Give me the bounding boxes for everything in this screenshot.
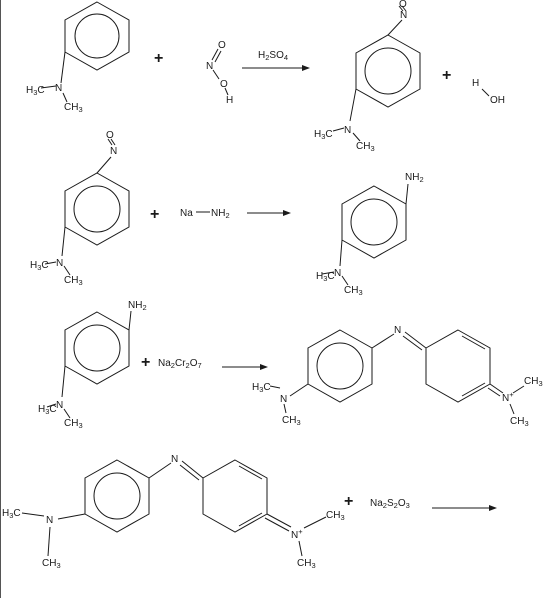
bridge-n-label: N [394, 325, 401, 336]
iminium-n-label: N+ [502, 390, 514, 404]
plus-sign: + [154, 50, 163, 67]
benzene-ring [355, 34, 421, 108]
amine-n-label: N [55, 83, 62, 94]
plus-sign: + [150, 206, 159, 223]
oh-o-label: O [220, 79, 228, 90]
methyl-left-label: H3C [30, 260, 49, 272]
bridge-n-label: N [171, 454, 178, 465]
reagent-label: H2SO4 [258, 50, 288, 62]
product-quinone-imine-dye: N N+ CH3 CH3 H3C N CH3 [252, 325, 543, 428]
methyl-upper-label: CH3 [326, 510, 345, 522]
reactant-nitrous-acid: O N O H [206, 40, 233, 106]
reactant-quinone-imine-dye: N N+ CH3 CH3 H3C N CH3 [2, 454, 345, 570]
reaction-arrow: H2SO4 [242, 50, 310, 71]
methyl-right-label: CH3 [64, 102, 83, 114]
reactant-nitroso-dimethylaniline: N O H3C N CH3 [30, 130, 130, 287]
nitroso-o-label: O [106, 130, 114, 141]
reactant-dimethyl-p-phenylenediamine: NH2 H3C N CH3 [38, 300, 147, 430]
methyl-left-label: H3C [316, 271, 335, 283]
product-dimethyl-p-phenylenediamine: NH2 H3C N CH3 [316, 172, 424, 297]
left-benzene-ring [307, 329, 373, 403]
reaction-1: H3C N CH3 + O N O H H2SO4 N [26, 0, 505, 153]
nh2-label: NH2 [128, 300, 147, 312]
methyl-right-label: CH3 [344, 285, 363, 297]
reagent-label: Na2Cr2O7 [158, 358, 202, 370]
o-label: O [218, 40, 226, 51]
methyl-lower-label: CH3 [282, 415, 301, 427]
left-benzene-ring [84, 459, 150, 533]
amine-n-label: N [56, 400, 63, 411]
reaction-4: N N+ CH3 CH3 H3C N CH3 + Na2S2O3 [2, 454, 497, 570]
amine-n-label: N [46, 515, 53, 526]
methyl-right-label: CH3 [64, 275, 83, 287]
methyl-left-label: H3C [2, 508, 21, 520]
methyl-left-label: H3C [314, 129, 333, 141]
nitroso-n-label: N [400, 10, 407, 21]
nitroso-o-label: O [399, 0, 407, 10]
aromatic-circle [350, 198, 398, 246]
methyl-right-label: CH3 [356, 141, 375, 153]
amine-n-label: N [56, 258, 63, 269]
amine-n-label: N [334, 268, 341, 279]
methyl-lower-label: CH3 [297, 558, 316, 570]
methyl-left-label: H3C [38, 404, 57, 416]
product-water: H OH [472, 78, 505, 106]
h-label: H [226, 95, 233, 106]
methyl-left-label: H3C [26, 85, 45, 97]
nitroso-n-label: N [110, 146, 117, 157]
methyl-right-label: CH3 [64, 418, 83, 430]
aromatic-circle [73, 185, 121, 233]
h-label: H [472, 78, 479, 89]
reactant-sodium-amide: Na NH2 [180, 208, 230, 220]
reaction-arrow [432, 505, 497, 511]
methyl-lower-label: CH3 [42, 558, 61, 570]
methyl-left-label: H3C [252, 382, 271, 394]
plus-sign: + [344, 493, 353, 510]
aromatic-circle [73, 324, 121, 372]
amine-n-label: N [344, 125, 351, 136]
aromatic-circle [316, 342, 364, 390]
methyl-lower-label: CH3 [510, 416, 529, 428]
oh-label: OH [490, 95, 505, 106]
iminium-n-label: N+ [291, 527, 303, 541]
n-label: N [206, 61, 213, 72]
benzene-ring [64, 1, 130, 71]
product-nitroso-dimethylaniline: N O H3C N CH3 [314, 0, 421, 153]
quinoid-ring [425, 329, 491, 403]
plus-sign: + [442, 67, 451, 84]
reaction-arrow [222, 364, 268, 370]
aromatic-circle [74, 13, 120, 59]
methyl-upper-label: CH3 [524, 376, 543, 388]
amine-n-label: N [280, 394, 287, 405]
na-label: Na [180, 208, 193, 219]
aromatic-circle [364, 47, 412, 95]
reaction-arrow [247, 210, 291, 216]
benzene-ring [341, 185, 407, 259]
nh2-label: NH2 [211, 208, 230, 220]
nh2-label: NH2 [405, 172, 424, 184]
reaction-2: N O H3C N CH3 + Na NH2 NH2 [30, 130, 424, 297]
quinoid-ring [202, 459, 268, 533]
benzene-ring [64, 172, 130, 246]
reactant-dimethylaniline: H3C N CH3 [26, 1, 130, 114]
reagent-label: Na2S2O3 [370, 498, 410, 510]
aromatic-circle [93, 472, 141, 520]
plus-sign: + [141, 354, 150, 371]
reaction-3: NH2 H3C N CH3 + Na2Cr2O7 N [38, 300, 543, 430]
benzene-ring [64, 311, 130, 385]
